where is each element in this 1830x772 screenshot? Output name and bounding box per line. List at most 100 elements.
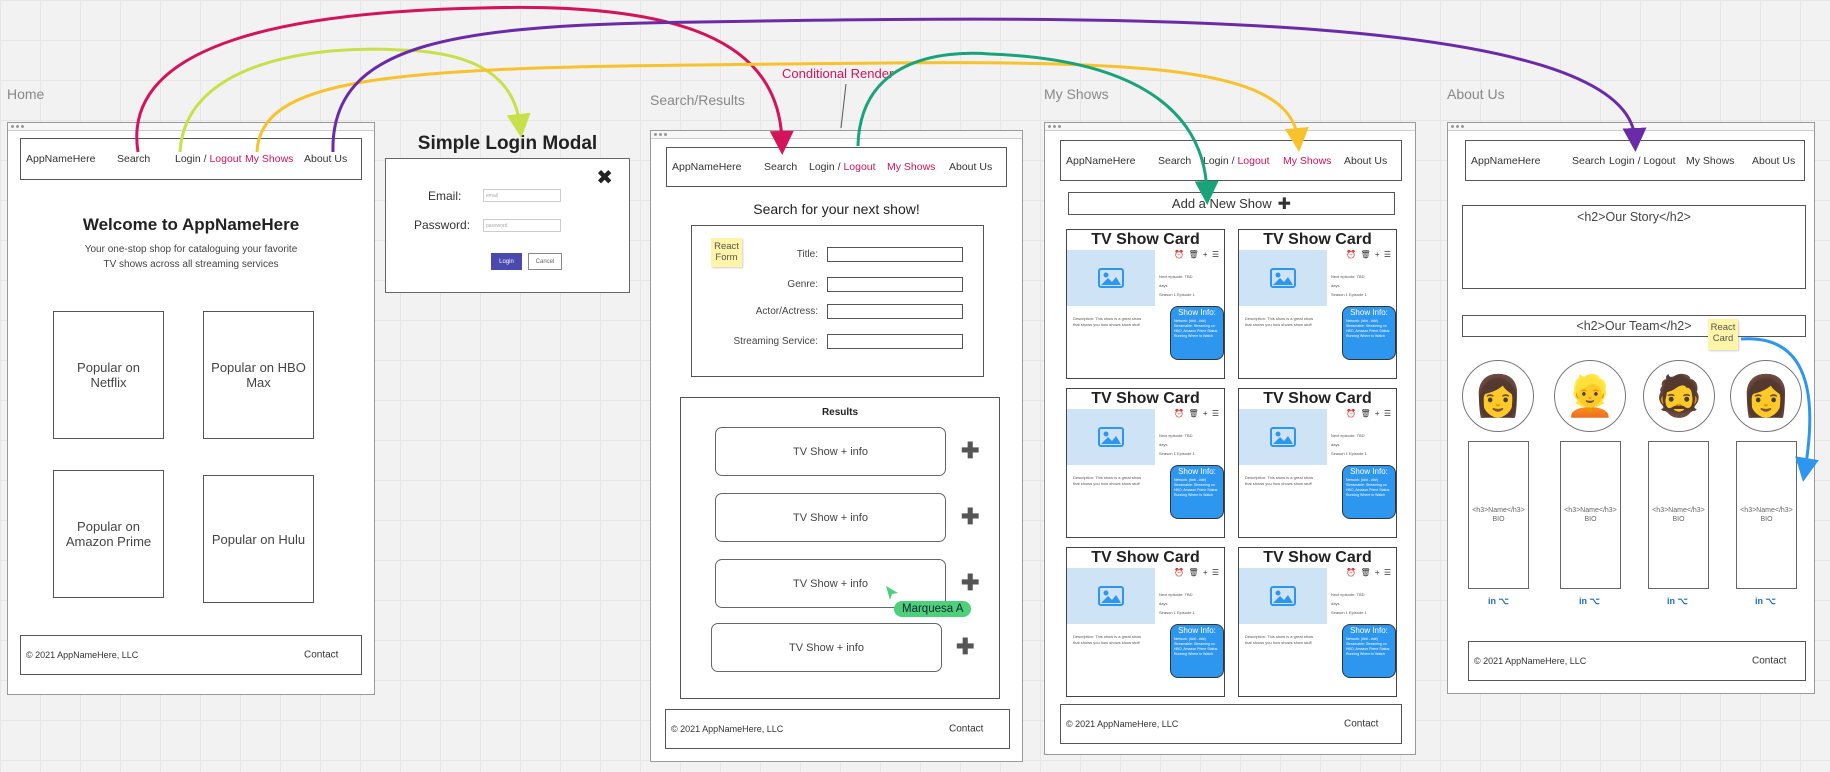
nav-login[interactable]: Login / [1203, 154, 1235, 167]
linkedin-github-icons[interactable]: in ⌥ [1579, 596, 1600, 606]
nav-login-logout[interactable]: Login / Logout [175, 153, 242, 165]
show-info-panel[interactable]: Show Info:Network: (### - ###) Streamabl… [1170, 624, 1224, 678]
show-info-title: Show Info: [1350, 308, 1388, 317]
card-episode: Season 1 Episode 1 [1159, 610, 1195, 615]
card-tools-icons[interactable]: ⏰ 🗑 + ☰ [1174, 568, 1220, 577]
streaming-label: Streaming Service: [733, 336, 818, 347]
nav-about[interactable]: About Us [1344, 154, 1388, 167]
nav-login[interactable]: Login / [809, 161, 841, 173]
add-icon[interactable]: ✚ [961, 570, 980, 595]
add-show-button[interactable]: Add a New Show ✚ [1068, 192, 1395, 215]
actor-label: Actor/Actress: [755, 306, 818, 317]
nav-app-name[interactable]: AppNameHere [1471, 154, 1541, 167]
footer-contact[interactable]: Contact [304, 649, 339, 661]
footer-contact[interactable]: Contact [949, 723, 984, 735]
nav-search[interactable]: Search [1158, 154, 1192, 167]
linkedin-github-icons[interactable]: in ⌥ [1488, 596, 1509, 606]
email-label: Email: [428, 189, 462, 203]
actor-field[interactable] [827, 304, 963, 319]
login-button[interactable]: Login [491, 253, 522, 270]
result-row[interactable]: TV Show + info [715, 493, 946, 542]
card-description: Description: This show is a great show t… [1245, 316, 1314, 327]
tile-hbo-max[interactable]: Popular on HBO Max [203, 311, 314, 439]
about-navbar: AppNameHere Search Login / Logout My Sho… [1465, 140, 1805, 181]
nav-search[interactable]: Search [1572, 154, 1606, 167]
nav-app-name[interactable]: AppNameHere [1066, 154, 1136, 167]
team-member-card: <h3>Name</h3> BIO [1648, 441, 1709, 589]
add-icon: ✚ [1277, 195, 1292, 213]
title-field[interactable] [827, 247, 963, 262]
nav-logout[interactable]: Logout [1237, 154, 1270, 167]
nav-app-name[interactable]: AppNameHere [672, 161, 742, 173]
nav-login-logout[interactable]: Login / Logout [1609, 155, 1676, 167]
linkedin-github-icons[interactable]: in ⌥ [1755, 596, 1776, 606]
nav-about[interactable]: About Us [1752, 154, 1796, 167]
show-info-panel[interactable]: Show Info:Network: (### - ###) Streamabl… [1342, 624, 1396, 678]
footer-contact[interactable]: Contact [1344, 718, 1379, 730]
email-field[interactable]: email [483, 189, 561, 202]
nav-my-shows[interactable]: My Shows [887, 161, 936, 173]
tv-show-card[interactable]: TV Show Card⏰ 🗑 + ☰Next episode: TBD day… [1066, 229, 1225, 379]
streaming-field[interactable] [827, 334, 963, 349]
password-label: Password: [414, 218, 471, 232]
nav-search[interactable]: Search [764, 161, 798, 173]
show-info-panel[interactable]: Show Info:Network: (### - ###) Streamabl… [1170, 465, 1224, 519]
show-info-title: Show Info: [1350, 467, 1388, 476]
nav-login[interactable]: Login / [1609, 154, 1641, 167]
nav-logout[interactable]: Logout [209, 153, 242, 165]
footer-contact[interactable]: Contact [1752, 655, 1787, 667]
card-tools-icons[interactable]: ⏰ 🗑 + ☰ [1346, 409, 1392, 418]
show-info-panel[interactable]: Show Info:Network: (### - ###) Streamabl… [1342, 306, 1396, 360]
tile-netflix[interactable]: Popular on Netflix [53, 311, 164, 439]
tv-show-card[interactable]: TV Show Card⏰ 🗑 + ☰Next episode: TBD day… [1238, 388, 1397, 538]
close-icon[interactable]: ✖ [596, 167, 613, 189]
genre-field[interactable] [827, 277, 963, 292]
image-placeholder-icon [1239, 568, 1327, 624]
nav-my-shows[interactable]: My Shows [1686, 154, 1735, 167]
card-tools-icons[interactable]: ⏰ 🗑 + ☰ [1174, 250, 1220, 259]
nav-my-shows[interactable]: My Shows [245, 153, 294, 165]
tv-show-card[interactable]: TV Show Card⏰ 🗑 + ☰Next episode: TBD day… [1238, 547, 1397, 697]
nav-logout[interactable]: Logout [1643, 154, 1676, 167]
tv-show-card[interactable]: TV Show Card⏰ 🗑 + ☰Next episode: TBD day… [1066, 547, 1225, 697]
footer-copyright-text: 2021 AppNameHere, LLC [1483, 656, 1587, 666]
nav-login[interactable]: Login / [175, 153, 207, 165]
result-row[interactable]: TV Show + info [715, 427, 946, 476]
nav-login-logout[interactable]: Login / Logout [1203, 155, 1270, 167]
show-info-panel[interactable]: Show Info:Network: (### - ###) Streamabl… [1342, 465, 1396, 519]
card-tools-icons[interactable]: ⏰ 🗑 + ☰ [1174, 409, 1220, 418]
card-next-episode: Next episode: TBD days [1159, 433, 1193, 447]
card-title: TV Show Card [1263, 549, 1372, 566]
add-icon[interactable]: ✚ [961, 438, 980, 463]
show-info-panel[interactable]: Show Info:Network: (### - ###) Streamabl… [1170, 306, 1224, 360]
card-title: TV Show Card [1091, 390, 1200, 407]
home-navbar: AppNameHere Search Login / Logout My Sho… [20, 138, 362, 180]
nav-about[interactable]: About Us [304, 153, 348, 165]
tv-show-card[interactable]: TV Show Card⏰ 🗑 + ☰Next episode: TBD day… [1238, 229, 1397, 379]
add-icon[interactable]: ✚ [956, 634, 975, 659]
card-tools-icons[interactable]: ⏰ 🗑 + ☰ [1346, 250, 1392, 259]
card-title: TV Show Card [1263, 390, 1372, 407]
cancel-button[interactable]: Cancel [528, 253, 562, 270]
nav-my-shows[interactable]: My Shows [1283, 154, 1332, 167]
nav-app-name[interactable]: AppNameHere [26, 153, 96, 165]
password-field[interactable]: password [483, 219, 561, 232]
footer-copyright: © 2021 AppNameHere, LLC [671, 724, 784, 734]
add-icon[interactable]: ✚ [961, 504, 980, 529]
card-tools-icons[interactable]: ⏰ 🗑 + ☰ [1346, 568, 1392, 577]
results-title: Results [821, 407, 859, 418]
tile-amazon-prime[interactable]: Popular on Amazon Prime [53, 470, 164, 598]
nav-login-logout[interactable]: Login / Logout [809, 161, 876, 173]
result-row[interactable]: TV Show + info [711, 623, 942, 672]
show-info-body: Network: (### - ###) Streamable: Streami… [1174, 637, 1219, 656]
about-footer: © 2021 AppNameHere, LLC Contact [1468, 641, 1806, 681]
footer-copyright: © 2021 AppNameHere, LLC [1066, 719, 1179, 729]
image-placeholder-icon [1239, 250, 1327, 306]
linkedin-github-icons[interactable]: in ⌥ [1667, 596, 1688, 606]
result-row[interactable]: TV Show + info [715, 559, 946, 608]
nav-logout[interactable]: Logout [843, 161, 876, 173]
tile-hulu[interactable]: Popular on Hulu [203, 475, 314, 603]
nav-about[interactable]: About Us [949, 161, 993, 173]
nav-search[interactable]: Search [117, 153, 151, 165]
tv-show-card[interactable]: TV Show Card ⏰ 🗑 + ☰ Next episode: TBD day… [1066, 388, 1225, 538]
